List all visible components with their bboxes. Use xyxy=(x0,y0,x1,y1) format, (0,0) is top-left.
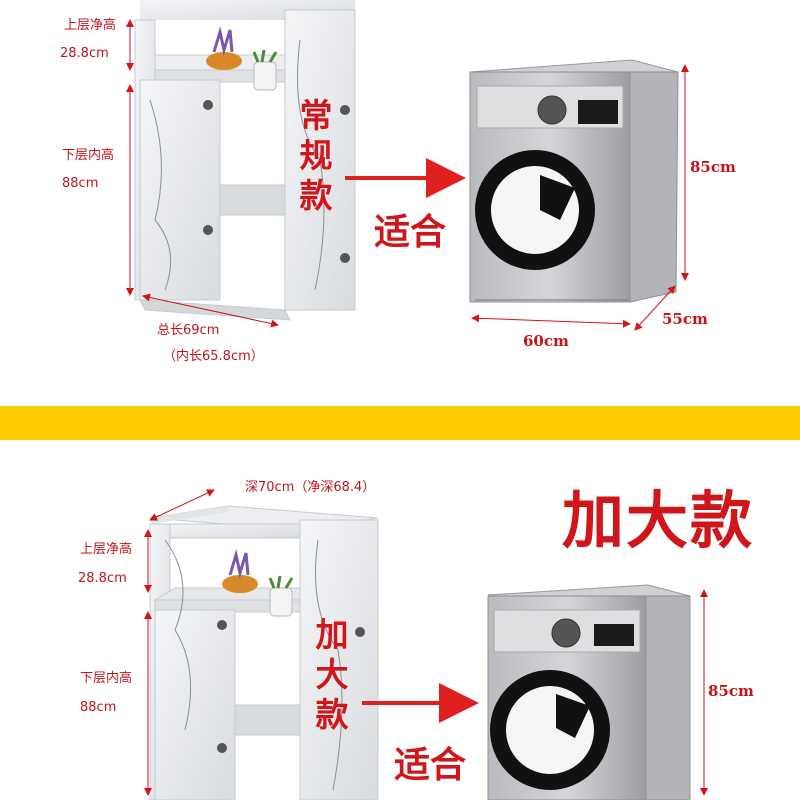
regular-washing-machine xyxy=(469,59,689,331)
large-vertical-char-2: 大 xyxy=(315,655,349,694)
regular-upper-label: 上层净高 xyxy=(64,18,117,33)
large-depth-label: 深70cm（净深68.4） xyxy=(245,480,376,495)
large-height: 85cm xyxy=(708,682,754,700)
regular-inner-length: （内长65.8cm） xyxy=(163,349,264,364)
large-vertical-label: 加 大 款 xyxy=(312,615,352,735)
regular-vertical-label: 常 规 款 xyxy=(296,96,336,216)
regular-cabinet xyxy=(126,0,356,328)
regular-lower-value: 88cm xyxy=(62,176,99,191)
large-fit-label: 适合 xyxy=(394,745,467,786)
regular-vertical-char-2: 规 xyxy=(299,136,333,175)
large-vertical-char-1: 加 xyxy=(315,615,349,654)
large-upper-label: 上层净高 xyxy=(80,542,133,557)
large-vertical-char-3: 款 xyxy=(315,695,349,734)
regular-fit-label: 适合 xyxy=(374,212,447,253)
large-title: 加大款 xyxy=(562,484,755,557)
section-divider-band xyxy=(0,406,800,440)
regular-vertical-char-3: 款 xyxy=(299,176,333,215)
regular-upper-value: 28.8cm xyxy=(60,46,109,61)
regular-vertical-char-1: 常 xyxy=(299,96,333,135)
large-upper-value: 28.8cm xyxy=(78,571,127,586)
regular-width: 60cm xyxy=(523,332,569,350)
large-cabinet xyxy=(144,489,379,800)
large-washing-machine xyxy=(487,584,708,800)
regular-depth: 55cm xyxy=(662,310,708,328)
regular-lower-label: 下层内高 xyxy=(62,148,115,163)
large-lower-value: 88cm xyxy=(80,700,117,715)
regular-length-label: 总长69cm xyxy=(157,323,220,338)
large-lower-label: 下层内高 xyxy=(80,671,133,686)
regular-height: 85cm xyxy=(690,158,736,176)
